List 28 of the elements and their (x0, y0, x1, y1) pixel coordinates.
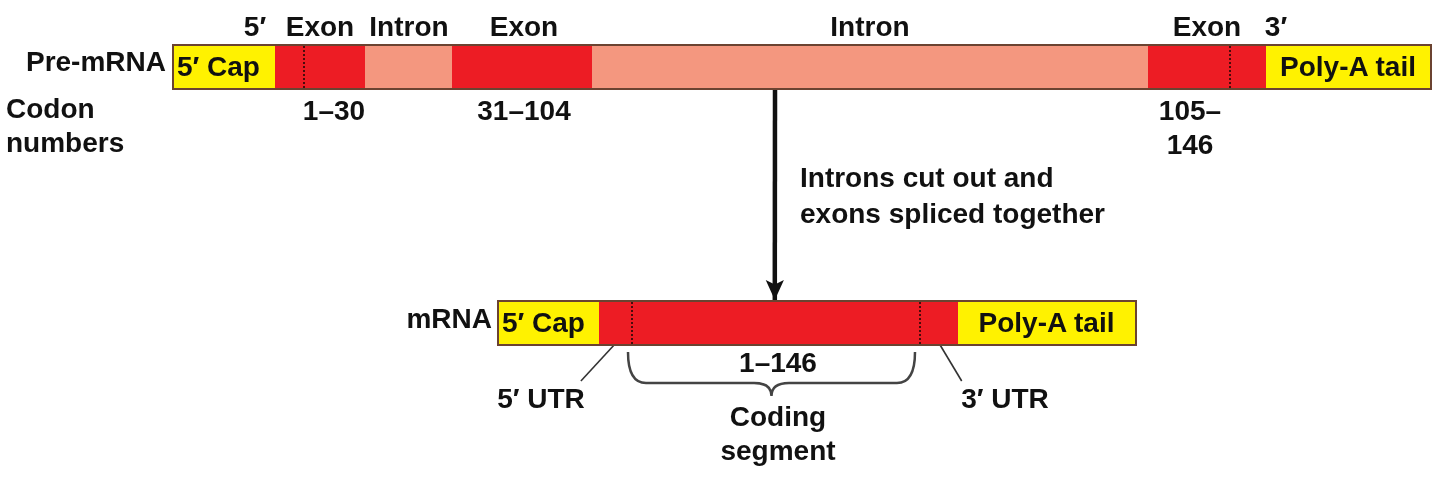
utr-label: 5′ UTR (484, 381, 598, 417)
segment-label: 5′ Cap (501, 306, 586, 340)
segment-label: 5′ Cap (176, 50, 261, 84)
codon-range-label: 1–146 (738, 346, 818, 380)
codon-range-label: 105– 146 (1157, 94, 1223, 162)
segment-label: Poly-A tail (977, 306, 1116, 340)
segment-label: Poly-A tail (1279, 50, 1417, 84)
codon-range-label: 1–30 (301, 94, 367, 128)
end-label: 3′ (1263, 10, 1289, 44)
exon-label: Exon (488, 10, 560, 44)
codon-range-label: 31–104 (476, 94, 572, 128)
utr-segment (599, 302, 631, 344)
cap-segment (499, 302, 599, 344)
cap-segment (174, 46, 275, 88)
exon-label: Exon (284, 10, 356, 44)
end-label: 5′ (242, 10, 268, 44)
strand-label: Pre-mRNA (24, 45, 166, 79)
poly-a-tail-segment (1266, 46, 1430, 88)
segment-caption: Coding segment (719, 400, 837, 468)
intron-label: Intron (829, 10, 911, 44)
poly-a-tail-segment (958, 302, 1135, 344)
strand-label: mRNA (405, 302, 492, 336)
utr-segment (921, 302, 958, 344)
row-label: Codon numbers (6, 92, 126, 160)
arrow (765, 90, 784, 300)
exon-label: Exon (1171, 10, 1243, 44)
intron-label: Intron (368, 10, 450, 44)
utr-label: 3′ UTR (948, 381, 1062, 417)
